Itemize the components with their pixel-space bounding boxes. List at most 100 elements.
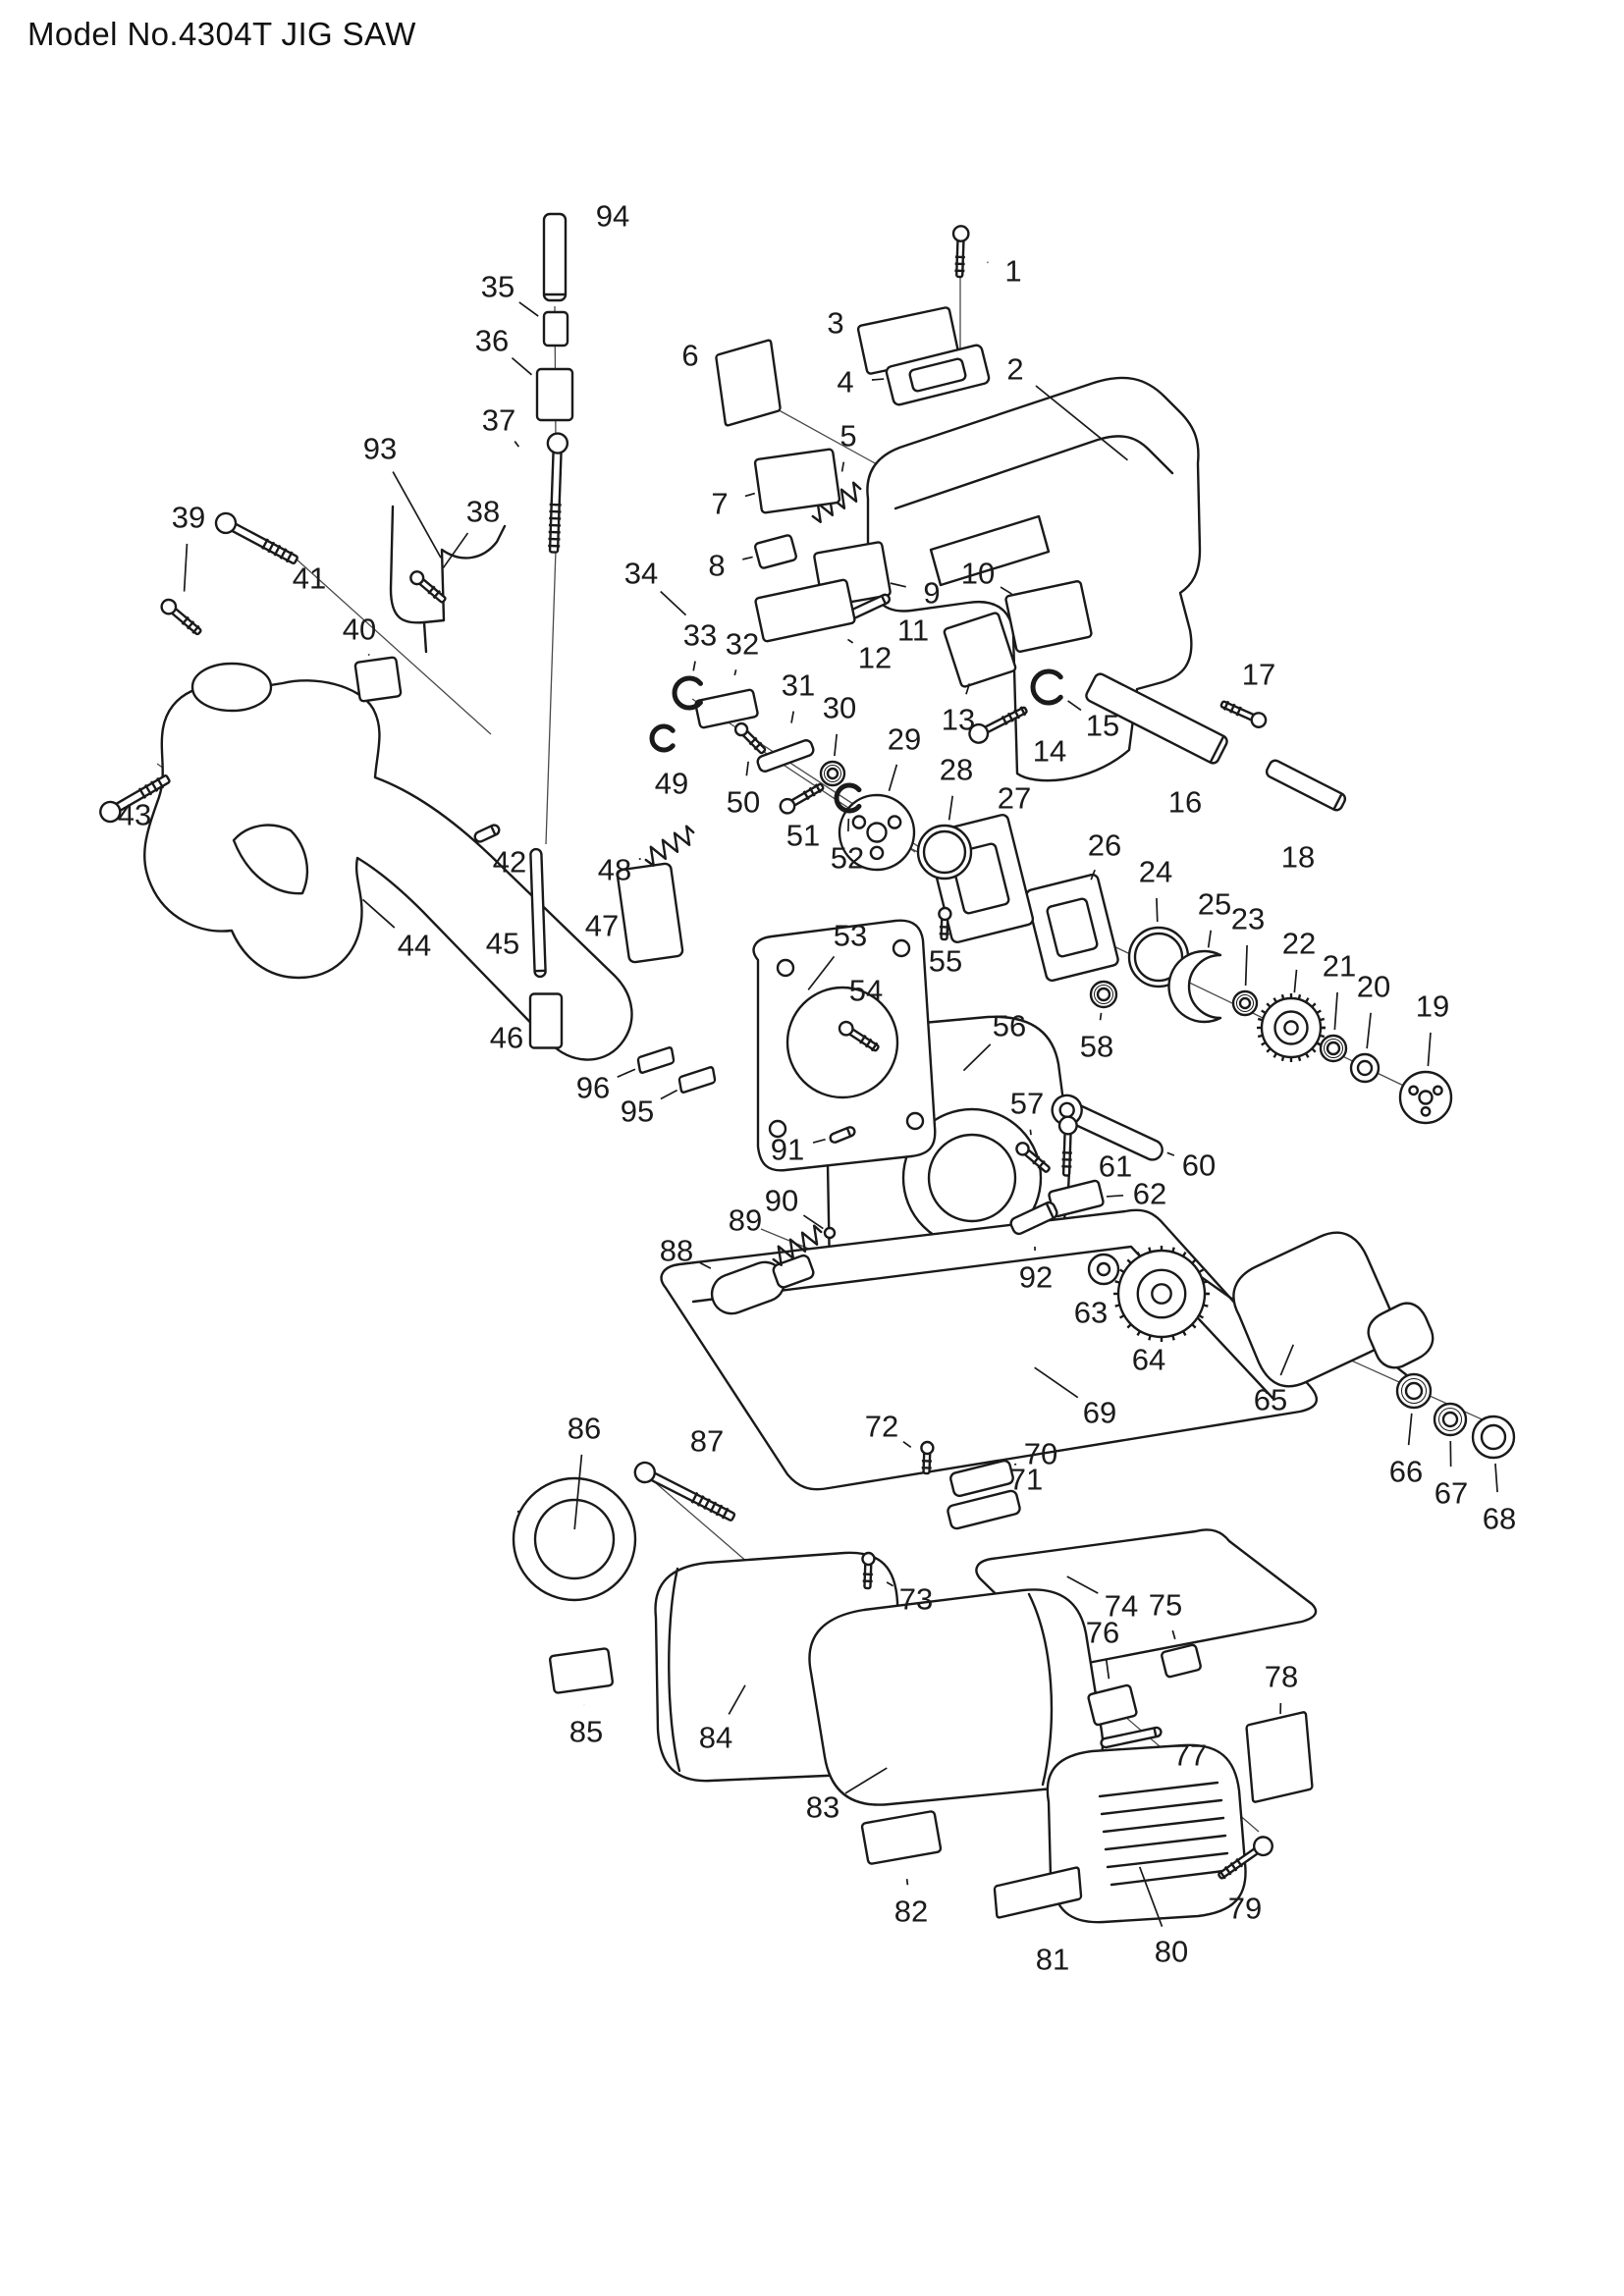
part-glyph-57 <box>1015 1142 1051 1173</box>
leader-line-48 <box>638 857 641 861</box>
leader-line-4 <box>871 378 885 381</box>
part-number-79: 79 <box>1228 1892 1262 1926</box>
leader-line-25 <box>1207 930 1213 948</box>
part-glyph-95 <box>677 1066 717 1094</box>
part-glyph-17 <box>1219 700 1268 728</box>
part-number-18: 18 <box>1281 840 1315 875</box>
part-number-32: 32 <box>726 627 759 662</box>
part-number-49: 49 <box>655 767 688 801</box>
leader-line-68 <box>1494 1463 1498 1493</box>
leader-line-72 <box>902 1441 912 1449</box>
part-glyph-94 <box>542 212 568 302</box>
leader-line-65 <box>1279 1344 1295 1376</box>
silhouette-armature <box>1198 1231 1435 1392</box>
part-glyph-30 <box>819 760 846 787</box>
part-number-3: 3 <box>827 306 843 341</box>
part-glyph-26 <box>1025 873 1119 983</box>
leader-line-39 <box>183 543 189 592</box>
part-glyph-91 <box>829 1126 856 1144</box>
leader-line-91 <box>812 1138 826 1144</box>
part-glyph-63 <box>1087 1253 1120 1286</box>
part-number-80: 80 <box>1155 1935 1188 1969</box>
part-number-63: 63 <box>1074 1296 1108 1330</box>
leader-line-2 <box>1035 385 1128 461</box>
leader-line-24 <box>1156 897 1159 923</box>
part-glyph-14 <box>968 706 1028 744</box>
part-number-62: 62 <box>1133 1177 1166 1211</box>
leader-line-80 <box>1138 1866 1164 1928</box>
part-number-9: 9 <box>923 576 940 611</box>
part-number-19: 19 <box>1416 989 1449 1024</box>
part-glyph-12 <box>754 578 856 643</box>
part-number-86: 86 <box>568 1412 601 1446</box>
part-glyph-50 <box>733 721 767 755</box>
part-number-91: 91 <box>771 1133 804 1167</box>
part-glyph-55 <box>938 906 952 941</box>
part-number-10: 10 <box>961 557 995 591</box>
part-glyph-76 <box>1087 1683 1138 1727</box>
part-glyph-82 <box>860 1810 943 1865</box>
part-glyph-96 <box>636 1046 676 1074</box>
leader-line-21 <box>1333 991 1338 1031</box>
part-glyph-22 <box>1257 993 1326 1062</box>
part-number-17: 17 <box>1242 658 1275 692</box>
leader-line-84 <box>728 1684 746 1715</box>
part-glyph-15 <box>1030 668 1063 706</box>
part-number-61: 61 <box>1099 1149 1132 1184</box>
page-title: Model No.4304T JIG SAW <box>27 16 416 52</box>
part-number-93: 93 <box>363 432 397 466</box>
part-glyph-67 <box>1433 1402 1468 1437</box>
part-glyph-49 <box>649 723 676 753</box>
part-number-5: 5 <box>839 419 856 454</box>
leader-line-31 <box>790 711 795 723</box>
part-number-8: 8 <box>708 549 725 583</box>
part-number-38: 38 <box>466 495 500 529</box>
part-number-45: 45 <box>486 927 519 961</box>
part-number-35: 35 <box>481 270 514 304</box>
part-number-34: 34 <box>624 557 658 591</box>
part-glyph-32 <box>694 688 759 729</box>
part-glyph-51 <box>779 782 825 815</box>
part-number-81: 81 <box>1036 1943 1069 1977</box>
silhouette-wire-guard <box>389 505 507 654</box>
part-glyph-79 <box>1218 1836 1273 1880</box>
part-glyph-58 <box>1089 980 1118 1009</box>
part-number-76: 76 <box>1086 1616 1119 1650</box>
leader-line-70 <box>1013 1463 1017 1466</box>
part-glyph-7 <box>753 448 841 514</box>
part-glyph-39 <box>160 598 202 636</box>
leader-line-76 <box>1105 1658 1110 1680</box>
part-number-33: 33 <box>683 618 717 653</box>
leader-line-29 <box>888 764 898 792</box>
part-glyph-46 <box>528 992 564 1049</box>
part-glyph-66 <box>1395 1372 1433 1410</box>
part-number-90: 90 <box>765 1184 798 1218</box>
leader-line-36 <box>511 356 533 376</box>
silhouette-base-plate <box>660 1208 1319 1491</box>
leader-line-5 <box>840 461 845 472</box>
part-number-85: 85 <box>569 1715 603 1749</box>
part-number-95: 95 <box>621 1095 654 1129</box>
part-number-1: 1 <box>1004 254 1021 289</box>
part-glyph-77 <box>1100 1726 1163 1749</box>
part-glyph-45 <box>529 847 547 979</box>
part-number-27: 27 <box>998 781 1031 816</box>
leader-line-22 <box>1293 969 1298 993</box>
part-glyph-68 <box>1471 1415 1516 1460</box>
part-glyph-90 <box>823 1226 837 1240</box>
part-glyph-43 <box>99 774 171 824</box>
part-glyph-72 <box>920 1440 935 1475</box>
part-number-53: 53 <box>834 919 867 953</box>
part-glyph-21 <box>1319 1034 1348 1063</box>
part-number-47: 47 <box>585 909 619 943</box>
part-glyph-18 <box>1265 759 1347 812</box>
leader-line-37 <box>514 441 520 448</box>
part-number-92: 92 <box>1019 1260 1053 1295</box>
part-glyph-41 <box>214 511 298 564</box>
leader-line-56 <box>962 1043 992 1072</box>
part-glyph-88 <box>710 1254 815 1315</box>
part-number-75: 75 <box>1149 1588 1182 1623</box>
part-number-16: 16 <box>1168 785 1202 820</box>
leader-line-75 <box>1171 1629 1176 1640</box>
leader-line-66 <box>1407 1413 1413 1446</box>
